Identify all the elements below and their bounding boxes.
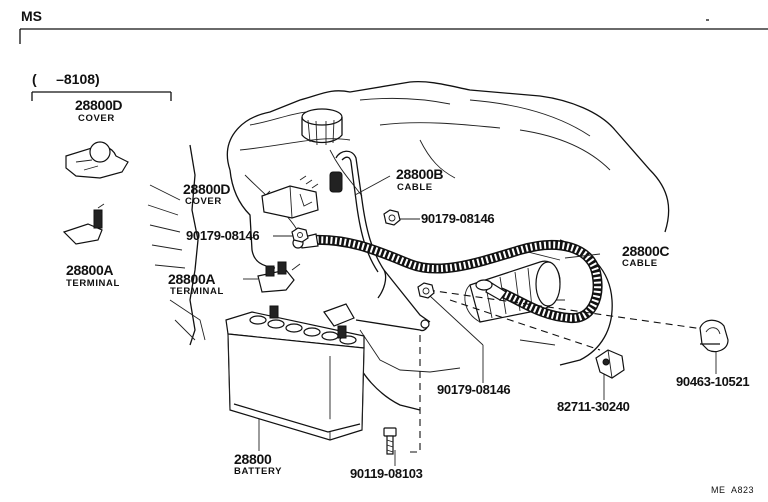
battery-drawing: [225, 303, 365, 441]
range-note: ( –8108): [32, 71, 100, 87]
part-number-bolt-2: 90119-08103: [350, 466, 423, 481]
part-number-terminal-a: 28800A: [168, 271, 216, 287]
part-name-cover-d-left: COVER: [78, 113, 115, 124]
part-number-nut-2: 90179-08146: [437, 382, 511, 397]
cover-d-drawing: [261, 175, 319, 219]
cover-d-left-drawing: [65, 141, 129, 179]
part-number-cable-c: 28800C: [622, 243, 670, 259]
part-number-clamp: 90463-10521: [676, 374, 750, 389]
part-number-battery: 28800: [234, 451, 272, 467]
clamp-drawing: [699, 319, 729, 353]
part-number-terminal-a-left: 28800A: [66, 262, 114, 278]
part-name-cover-d: COVER: [185, 196, 222, 207]
model-code: MS: [21, 8, 42, 24]
nut-icon: [417, 282, 435, 299]
terminal-a-drawing: [257, 261, 301, 293]
footer-code: ME A823: [711, 485, 755, 495]
bolt-icon: [291, 227, 309, 243]
part-number-cover-d: 28800D: [183, 181, 231, 197]
part-number-bracket: 82711-30240: [557, 399, 630, 414]
bracket-drawing: [595, 349, 625, 379]
part-number-nut-1: 90179-08146: [421, 211, 495, 226]
bolt-icon: [383, 427, 397, 455]
part-number-cable-b: 28800B: [396, 166, 444, 182]
part-name-terminal-a: TERMINAL: [170, 286, 224, 297]
part-name-terminal-a-left: TERMINAL: [66, 278, 120, 289]
part-number-cover-d-left: 28800D: [75, 97, 123, 113]
part-name-battery: BATTERY: [234, 466, 283, 477]
header-rule: [19, 19, 768, 44]
nut-icon: [383, 209, 401, 226]
engine-block: [147, 80, 670, 411]
range-bracket: [31, 91, 172, 101]
cable-b-drawing: [329, 150, 431, 332]
starter-motor: [464, 260, 561, 323]
part-name-cable-b: CABLE: [397, 182, 433, 193]
terminal-a-left-drawing: [62, 203, 105, 245]
cable-c-drawing: [292, 233, 603, 324]
part-name-cable-c: CABLE: [622, 258, 658, 269]
leader-lines-dashed: [410, 289, 711, 453]
battery-cells: [249, 315, 357, 345]
part-number-bolt-1: 90179-08146: [186, 228, 260, 243]
